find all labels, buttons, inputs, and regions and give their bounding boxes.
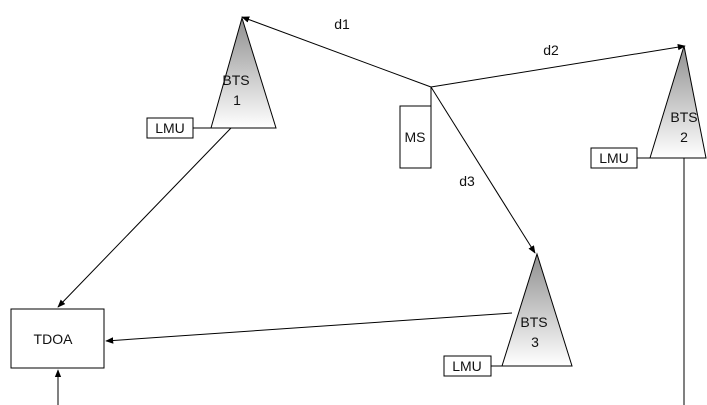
bts-3-lmu-box [443, 355, 492, 377]
d3-arrow [430, 86, 536, 254]
bts-1-tower: BTS 1 [210, 16, 277, 129]
bts-1-to-tdoa-arrow [57, 127, 232, 308]
bts-1-lmu-label: LMU [155, 120, 185, 136]
bts-1-label-line1: BTS [222, 72, 249, 88]
tdoa-label: TDOA [34, 331, 74, 347]
d2-arrow [430, 43, 686, 88]
tdoa-box [10, 308, 105, 369]
bts-2-tower: BTS 2 [649, 45, 707, 159]
d1-label: d1 [334, 16, 350, 32]
bts-3-to-tdoa-arrow [105, 312, 513, 344]
bts-2-lmu-label: LMU [599, 150, 629, 166]
ms-box [399, 105, 432, 169]
d2-label: d2 [543, 42, 559, 58]
bts-1-triangle [210, 16, 277, 129]
d1-arrow [241, 16, 432, 88]
bts-2-label-line2: 2 [680, 129, 688, 145]
bts-1-label-line2: 1 [233, 92, 241, 108]
ms-label: MS [405, 129, 426, 145]
bts-3-label-line1: BTS [520, 314, 547, 330]
bts-2-lmu-box [590, 147, 638, 169]
bts-1-lmu-box [146, 117, 194, 139]
bts-2-label-line1: BTS [670, 109, 697, 125]
bts-3-label-line2: 3 [531, 334, 539, 350]
bts-3-lmu-label: LMU [452, 358, 482, 374]
bts-3-tower: BTS 3 [501, 252, 573, 367]
d3-label: d3 [459, 173, 475, 189]
bts-3-triangle [501, 252, 573, 367]
bts-2-triangle [649, 45, 707, 159]
